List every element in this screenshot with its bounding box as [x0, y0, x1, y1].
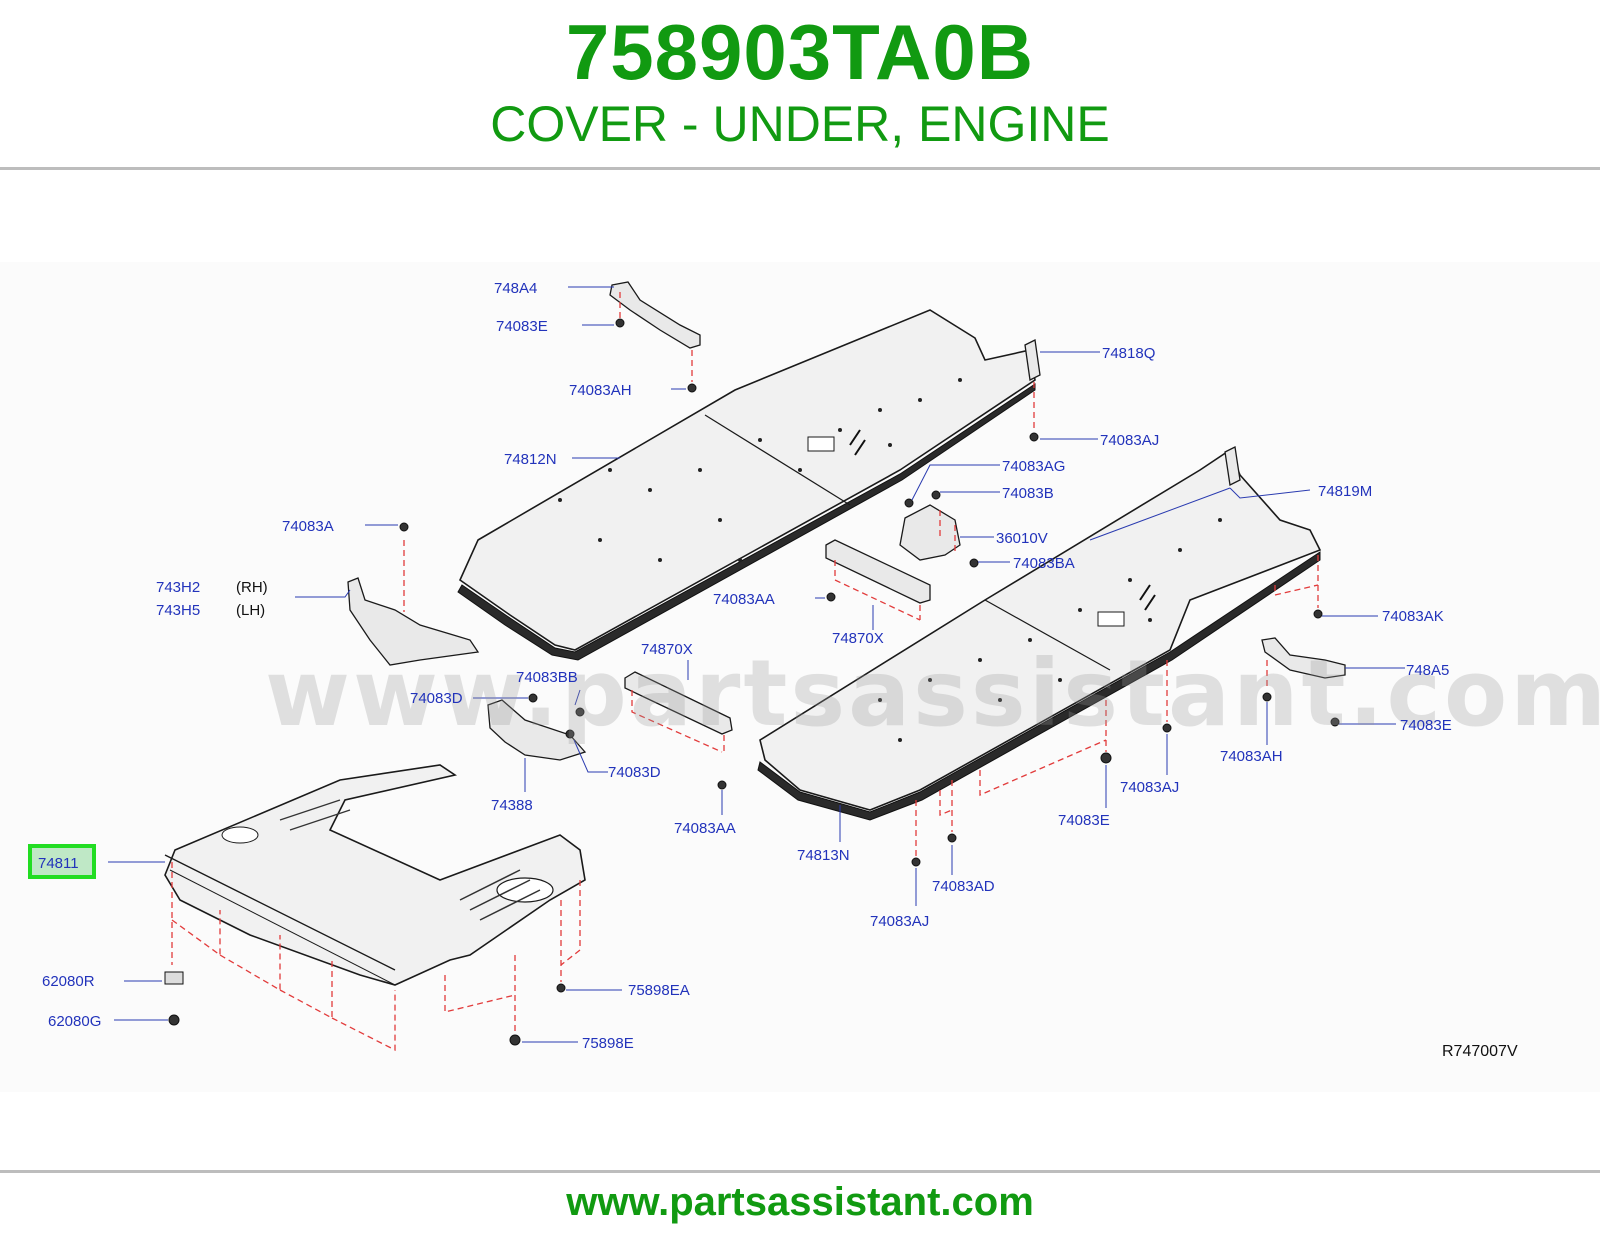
callout-743H2[interactable]: 743H2 — [156, 579, 200, 596]
callout-74819M[interactable]: 74819M — [1318, 483, 1372, 500]
callout-74083B[interactable]: 74083B — [1002, 485, 1054, 502]
leader-lines — [108, 286, 1405, 1043]
fastener-62080R[interactable] — [164, 971, 184, 985]
fastener-74083BB[interactable] — [575, 707, 585, 717]
part-743H2-bracket[interactable] — [347, 577, 480, 666]
note-lh: (LH) — [236, 602, 265, 619]
callout-74083D-left[interactable]: 74083D — [410, 690, 463, 707]
callout-74083BA[interactable]: 74083BA — [1013, 555, 1075, 572]
callout-74083E-lower[interactable]: 74083E — [1058, 812, 1110, 829]
fastener-74083E-lower[interactable] — [1100, 752, 1112, 764]
fastener-74083AH-top[interactable] — [687, 383, 697, 393]
fastener-74083BA[interactable] — [969, 558, 979, 568]
fastener-74083AA-lower[interactable] — [717, 780, 727, 790]
callout-74083AG[interactable]: 74083AG — [1002, 458, 1065, 475]
note-rh: (RH) — [236, 579, 268, 596]
callout-74818Q[interactable]: 74818Q — [1102, 345, 1155, 362]
callout-62080G[interactable]: 62080G — [48, 1013, 101, 1030]
part-number-title: 758903TA0B — [565, 8, 1035, 96]
fastener-74083E-right[interactable] — [1330, 717, 1340, 727]
callout-75898EA[interactable]: 75898EA — [628, 982, 690, 999]
fastener-74083D-left[interactable] — [528, 693, 538, 703]
callout-743H5[interactable]: 743H5 — [156, 602, 200, 619]
callout-36010V[interactable]: 36010V — [996, 530, 1048, 547]
callout-74083AK[interactable]: 74083AK — [1382, 608, 1444, 625]
callout-74812N[interactable]: 74812N — [504, 451, 557, 468]
fastener-62080G[interactable] — [168, 1014, 180, 1026]
fastener-74083AJ-top[interactable] — [1029, 432, 1039, 442]
callout-74083BB[interactable]: 74083BB — [516, 669, 578, 686]
fastener-74083AK[interactable] — [1313, 609, 1323, 619]
footer-url[interactable]: www.partsassistant.com — [566, 1180, 1034, 1224]
callout-labels: 748A4 74083E 74083AH 74818Q 74083AJ 7481… — [38, 280, 1518, 1060]
callout-74083E-right[interactable]: 74083E — [1400, 717, 1452, 734]
callout-74083AD[interactable]: 74083AD — [932, 878, 995, 895]
fastener-74083D-right[interactable] — [565, 729, 575, 739]
callout-74813N[interactable]: 74813N — [797, 847, 850, 864]
callout-74083AA-lower[interactable]: 74083AA — [674, 820, 736, 837]
callout-74811[interactable]: 74811 — [38, 855, 79, 872]
part-74818Q-tab[interactable] — [1024, 339, 1041, 381]
part-74813N-cover[interactable] — [757, 448, 1322, 821]
fastener-74083AD[interactable] — [947, 833, 957, 843]
callout-75898E[interactable]: 75898E — [582, 1035, 634, 1052]
page-header: 758903TA0B COVER - UNDER, ENGINE — [0, 0, 1600, 168]
part-74870X-bar-lower[interactable] — [624, 671, 733, 753]
reference-code: R747007V — [1442, 1043, 1518, 1060]
callout-748A4[interactable]: 748A4 — [494, 280, 537, 297]
callout-748A5[interactable]: 748A5 — [1406, 662, 1449, 679]
part-748A4-bracket[interactable] — [609, 281, 701, 349]
watermark: www.partsassistant.com — [265, 640, 1600, 747]
footer-divider — [0, 1170, 1600, 1173]
callout-74083A[interactable]: 74083A — [282, 518, 334, 535]
part-74819M-tab[interactable] — [1224, 446, 1241, 486]
callout-74083AJ-right[interactable]: 74083AJ — [1120, 779, 1179, 796]
callout-74083D-right[interactable]: 74083D — [608, 764, 661, 781]
fastener-74083B[interactable] — [931, 490, 941, 500]
callout-74083E-top[interactable]: 74083E — [496, 318, 548, 335]
fastener-74083AA-upper[interactable] — [826, 592, 836, 602]
fastener-75898EA[interactable] — [556, 983, 566, 993]
assembly-lines — [171, 292, 1319, 1052]
callout-74083AH-right[interactable]: 74083AH — [1220, 748, 1283, 765]
part-description: COVER - UNDER, ENGINE — [490, 96, 1110, 152]
callout-74083AJ-top[interactable]: 74083AJ — [1100, 432, 1159, 449]
fastener-74083E-top[interactable] — [615, 318, 625, 328]
fastener-74083AJ-lower[interactable] — [911, 857, 921, 867]
fastener-74083AJ-right[interactable] — [1162, 723, 1172, 733]
fastener-75898E[interactable] — [509, 1034, 521, 1046]
callout-74870X-lower[interactable]: 74870X — [641, 641, 693, 658]
highlight-box-74811[interactable] — [28, 844, 96, 879]
header-divider — [0, 167, 1600, 170]
callout-74870X-upper[interactable]: 74870X — [832, 630, 884, 647]
part-748A5-bracket[interactable] — [1261, 637, 1346, 679]
part-74812N-cover[interactable] — [457, 309, 1036, 661]
callout-62080R[interactable]: 62080R — [42, 973, 95, 990]
part-74388-bracket[interactable] — [487, 699, 587, 761]
fastener-74083AG[interactable] — [904, 498, 914, 508]
callout-74083AA-upper[interactable]: 74083AA — [713, 591, 775, 608]
part-74870X-bar-upper[interactable] — [825, 539, 931, 621]
fastener-74083AH-right[interactable] — [1262, 692, 1272, 702]
part-74811-engine-cover[interactable] — [164, 764, 586, 986]
fasteners — [164, 318, 1340, 1046]
fastener-74083A[interactable] — [399, 522, 409, 532]
callout-74388[interactable]: 74388 — [491, 797, 533, 814]
callout-74083AJ-lower[interactable]: 74083AJ — [870, 913, 929, 930]
part-36010V-bracket[interactable] — [899, 504, 961, 561]
callout-74083AH-top[interactable]: 74083AH — [569, 382, 632, 399]
